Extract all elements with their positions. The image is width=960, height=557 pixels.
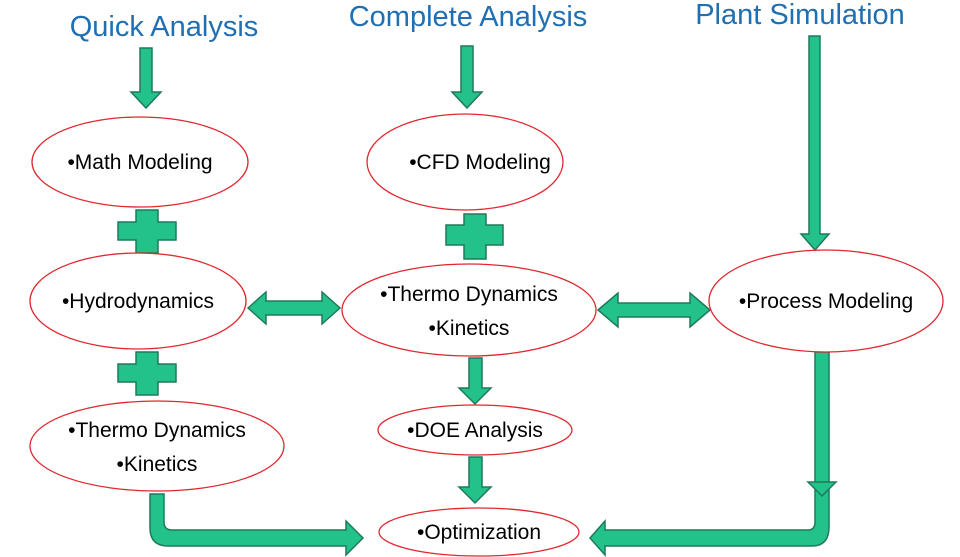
node-cfd-modeling: •CFD Modeling [366, 113, 564, 211]
arrow-right-pointer [806, 481, 838, 498]
node-hydrodynamics: •Hydrodynamics [29, 252, 247, 350]
node-hydrodynamics-label: •Hydrodynamics [62, 290, 214, 313]
plus-icon-left-bottom [117, 351, 177, 396]
arrow-down-complete [450, 45, 484, 110]
node-cfd-modeling-label: •CFD Modeling [409, 151, 551, 174]
node-doe-analysis: •DOE Analysis [377, 404, 573, 456]
node-thermo-kinetics-left-ellipse [29, 400, 285, 492]
node-cfd-modeling-ellipse [366, 113, 564, 211]
node-process-modeling-ellipse [708, 249, 944, 353]
node-math-modeling: •Math Modeling [31, 116, 249, 208]
node-thermo-kinetics-center: •Thermo Dynamics •Kinetics [341, 263, 597, 357]
node-thermo-left-line2: •Kinetics [117, 453, 198, 476]
node-thermo-center-line2: •Kinetics [429, 317, 510, 340]
node-process-modeling-label: •Process Modeling [739, 290, 913, 313]
node-thermo-left-line1: •Thermo Dynamics [68, 419, 246, 442]
node-optimization: •Optimization [378, 507, 580, 557]
node-math-modeling-ellipse [31, 116, 249, 208]
node-thermo-kinetics-center-ellipse [341, 263, 597, 357]
node-optimization-label: •Optimization [417, 521, 541, 544]
arrow-down-plant [799, 35, 831, 252]
node-thermo-kinetics-left: •Thermo Dynamics •Kinetics [29, 400, 285, 492]
node-doe-analysis-ellipse [377, 404, 573, 456]
node-thermo-center-line1: •Thermo Dynamics [380, 283, 558, 306]
double-arrow-hydro-thermo [246, 290, 342, 326]
arrow-left-to-optimization [149, 493, 365, 557]
node-math-modeling-label: •Math Modeling [67, 151, 212, 174]
arrow-thermo-to-doe [457, 357, 493, 406]
plus-icon-left-top [117, 209, 177, 254]
plus-icon-center [445, 213, 504, 260]
node-hydrodynamics-ellipse [29, 252, 247, 350]
heading-complete-analysis: Complete Analysis [349, 1, 588, 33]
node-process-modeling: •Process Modeling [708, 249, 944, 353]
arrow-right-to-optimization [588, 351, 830, 557]
heading-quick-analysis: Quick Analysis [70, 11, 259, 43]
node-doe-analysis-label: •DOE Analysis [407, 419, 543, 442]
arrow-doe-to-optimization [457, 456, 493, 505]
heading-plant-simulation: Plant Simulation [695, 0, 905, 31]
node-optimization-ellipse [378, 507, 580, 557]
arrow-down-quick [129, 47, 163, 110]
double-arrow-thermo-process [596, 291, 712, 329]
